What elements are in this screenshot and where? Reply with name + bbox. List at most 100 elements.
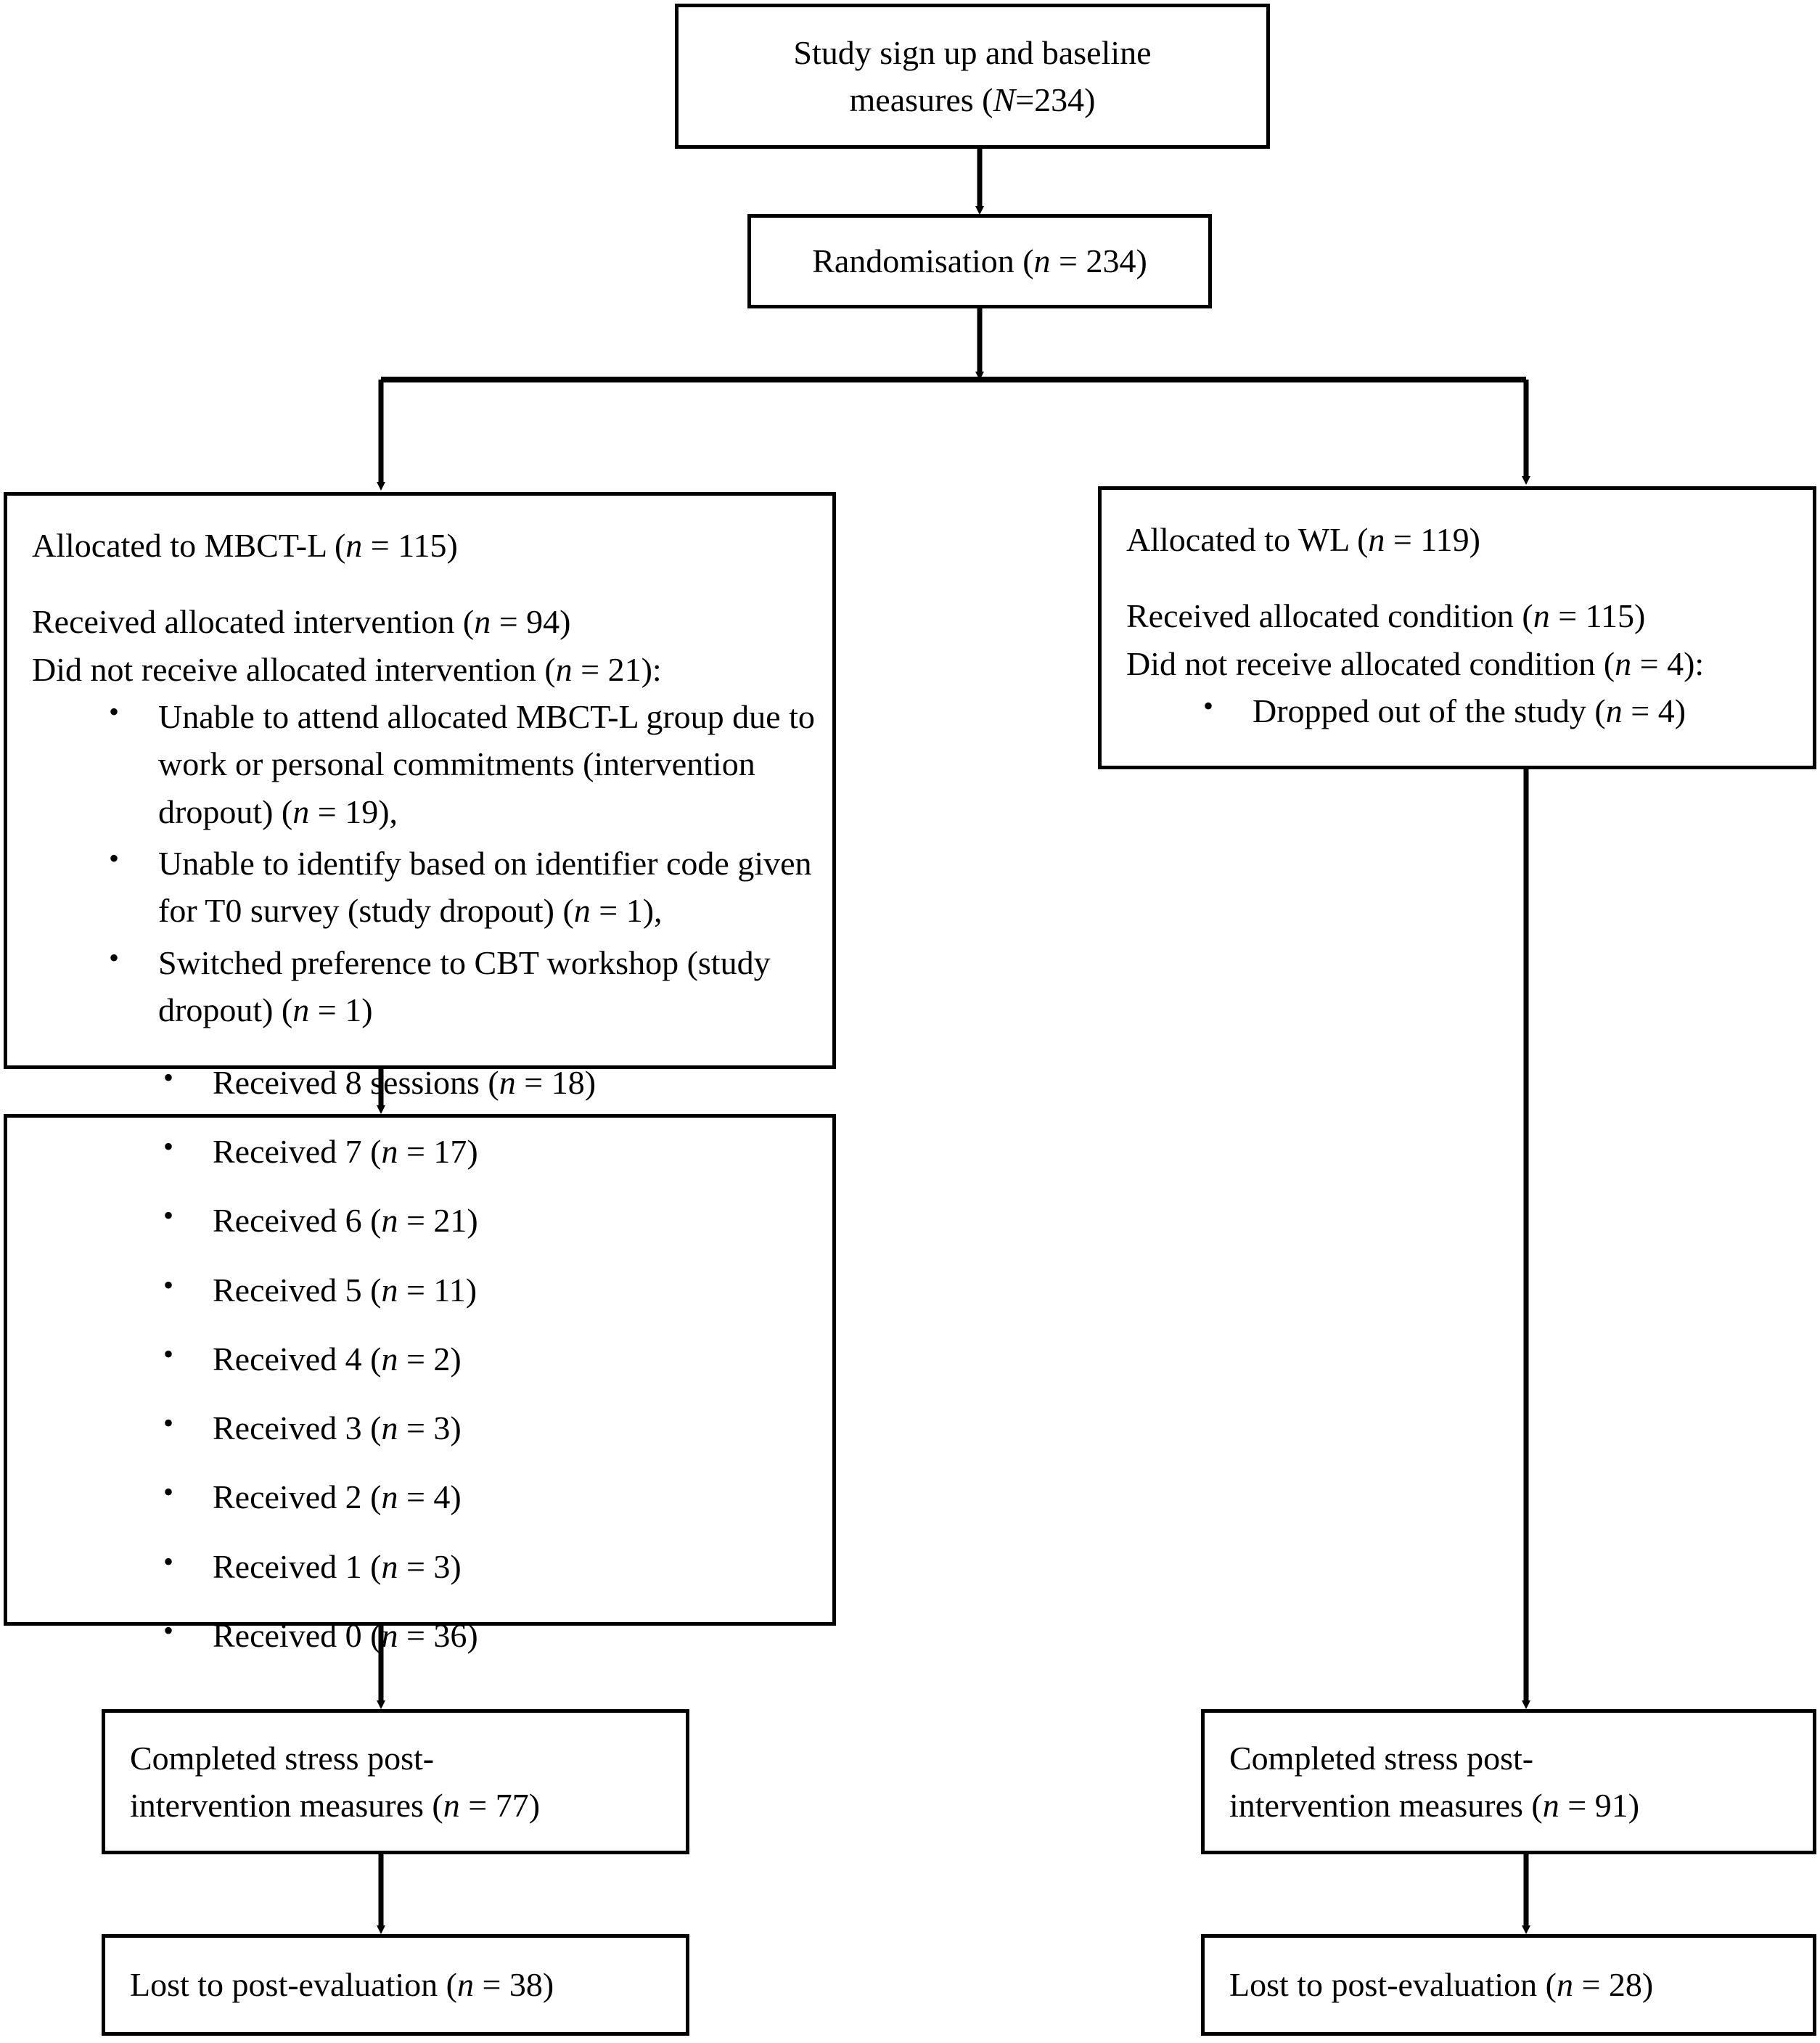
bullet-text-pre: Received 3 ( xyxy=(213,1409,382,1447)
right-completed-n-symbol: n xyxy=(1542,1787,1559,1824)
left-allocation-received-pre: Received allocated intervention ( xyxy=(32,603,475,641)
list-item: Received 3 (n = 3) xyxy=(163,1403,832,1452)
randomisation-n-symbol: n xyxy=(1033,242,1051,280)
left-completed-line-1: Completed stress post- xyxy=(130,1739,435,1777)
bullet-n-symbol: n xyxy=(381,1409,398,1447)
bullet-text-pre: Switched preference to CBT workshop (stu… xyxy=(158,943,771,1028)
enrollment-line-2: measures (N=234) xyxy=(850,76,1096,123)
node-left-allocation: Allocated to MBCT-L (n = 115) Received a… xyxy=(4,492,836,1069)
list-item: Received 0 (n = 36) xyxy=(163,1610,832,1659)
left-lost-label: Lost to post-evaluation (n = 38) xyxy=(105,1961,686,2008)
node-right-lost: Lost to post-evaluation (n = 28) xyxy=(1201,1934,1816,2036)
list-item: Received 2 (n = 4) xyxy=(163,1472,832,1520)
bullet-text-post: = 1) xyxy=(309,991,373,1028)
right-allocation-not-received: Did not receive allocated condition (n =… xyxy=(1102,640,1813,687)
bullet-text-post: = 11) xyxy=(398,1271,477,1309)
bullet-text-pre: Received 5 ( xyxy=(213,1271,382,1309)
right-allocation-not-received-n: n xyxy=(1615,644,1632,682)
right-lost-pre: Lost to post-evaluation ( xyxy=(1229,1966,1557,2004)
left-allocation-heading: Allocated to MBCT-L (n = 115) xyxy=(7,522,832,569)
node-sessions-received: Received 8 sessions (n = 18) Received 7 … xyxy=(4,1057,836,1654)
randomisation-post: = 234) xyxy=(1050,242,1147,280)
list-item: Unable to identify based on identifier c… xyxy=(109,838,832,935)
right-allocation-received-pre: Received allocated condition ( xyxy=(1126,597,1533,635)
list-item: Received 1 (n = 3) xyxy=(163,1542,832,1590)
bullet-n-symbol: n xyxy=(292,991,310,1028)
bullet-n-symbol: n xyxy=(499,1063,516,1101)
bullet-n-symbol: n xyxy=(381,1202,398,1240)
bullet-text-post: = 3) xyxy=(398,1547,462,1585)
bullet-n-symbol: n xyxy=(381,1271,398,1309)
left-allocation-not-received-post: = 21): xyxy=(572,650,662,688)
left-lost-pre: Lost to post-evaluation ( xyxy=(130,1966,457,2004)
right-allocation-bullet-list: Dropped out of the study (n = 4) xyxy=(1102,686,1813,739)
list-item: Dropped out of the study (n = 4) xyxy=(1203,686,1813,734)
node-right-allocation: Allocated to WL (n = 119) Received alloc… xyxy=(1098,486,1816,769)
right-completed-line-2-pre: intervention measures ( xyxy=(1229,1787,1543,1824)
bullet-text-pre: Received 2 ( xyxy=(213,1478,382,1516)
bullet-text-pre: Received 4 ( xyxy=(213,1340,382,1377)
left-allocation-heading-pre: Allocated to MBCT-L ( xyxy=(32,527,346,564)
left-allocation-not-received-pre: Did not receive allocated intervention ( xyxy=(32,650,556,688)
bullet-n-symbol: n xyxy=(1605,692,1623,729)
list-item: Received 4 (n = 2) xyxy=(163,1334,832,1383)
enrollment-line-1: Study sign up and baseline xyxy=(793,33,1152,71)
bullet-text-pre: Received 7 ( xyxy=(213,1132,382,1170)
left-lost-post: = 38) xyxy=(473,1966,554,2004)
left-completed-n-symbol: n xyxy=(443,1787,460,1824)
right-allocation-not-received-pre: Did not receive allocated condition ( xyxy=(1126,644,1615,682)
right-allocation-received: Received allocated condition (n = 115) xyxy=(1102,592,1813,639)
bullet-text-post: = 1), xyxy=(590,892,663,930)
list-item: Received 7 (n = 17) xyxy=(163,1126,832,1175)
left-allocation-not-received: Did not receive allocated intervention (… xyxy=(7,646,832,693)
bullet-n-symbol: n xyxy=(381,1132,398,1170)
right-lost-label: Lost to post-evaluation (n = 28) xyxy=(1205,1961,1813,2008)
left-allocation-bullet-list: Unable to attend allocated MBCT-L group … xyxy=(7,692,832,1038)
node-randomisation: Randomisation (n = 234) xyxy=(747,214,1212,308)
left-completed-line-2-pre: intervention measures ( xyxy=(130,1787,443,1824)
list-item: Received 5 (n = 11) xyxy=(163,1265,832,1314)
bullet-text-post: = 3) xyxy=(398,1409,462,1447)
bullet-text-post: = 2) xyxy=(398,1340,462,1377)
right-allocation-not-received-post: = 4): xyxy=(1631,644,1705,682)
right-allocation-received-n: n xyxy=(1533,597,1550,635)
bullet-text-pre: Unable to identify based on identifier c… xyxy=(158,844,812,930)
right-allocation-heading-n: n xyxy=(1368,521,1385,558)
sessions-bullet-list: Received 8 sessions (n = 18) Received 7 … xyxy=(7,1057,832,1682)
list-item: Received 8 sessions (n = 18) xyxy=(163,1057,832,1106)
left-allocation-heading-n: n xyxy=(345,527,363,564)
right-allocation-heading-pre: Allocated to WL ( xyxy=(1126,521,1369,558)
enrollment-line-2-pre: measures ( xyxy=(849,81,993,118)
list-item: Switched preference to CBT workshop (stu… xyxy=(109,938,832,1034)
list-item: Unable to attend allocated MBCT-L group … xyxy=(109,692,832,835)
bullet-n-symbol: n xyxy=(381,1478,398,1516)
bullet-text-post: = 36) xyxy=(398,1617,478,1655)
node-left-completed: Completed stress post- intervention meas… xyxy=(102,1709,689,1854)
bullet-text-post: = 18) xyxy=(515,1063,597,1101)
randomisation-label: Randomisation (n = 234) xyxy=(812,237,1147,284)
bullet-text-pre: Received 0 ( xyxy=(213,1617,382,1655)
bullet-text-pre: Unable to attend allocated MBCT-L group … xyxy=(158,697,815,830)
right-lost-post: = 28) xyxy=(1573,1966,1654,2004)
right-completed-line-2-post: = 91) xyxy=(1559,1787,1640,1824)
enrollment-n-symbol: N xyxy=(993,81,1016,118)
bullet-text-post: = 21) xyxy=(398,1202,478,1240)
right-allocation-spacer xyxy=(1102,563,1813,592)
bullet-n-symbol: n xyxy=(381,1547,398,1585)
right-allocation-heading: Allocated to WL (n = 119) xyxy=(1102,516,1813,563)
bullet-text-post: = 19), xyxy=(309,793,398,830)
right-completed-line-1: Completed stress post- xyxy=(1229,1739,1534,1777)
bullet-text-pre: Dropped out of the study ( xyxy=(1253,692,1606,729)
left-allocation-received: Received allocated intervention (n = 94) xyxy=(7,598,832,645)
left-allocation-received-n: n xyxy=(474,603,491,641)
randomisation-pre: Randomisation ( xyxy=(812,242,1034,280)
left-lost-n-symbol: n xyxy=(456,1966,474,2004)
list-item: Received 6 (n = 21) xyxy=(163,1195,832,1244)
bullet-text-pre: Received 6 ( xyxy=(213,1202,382,1240)
bullet-text-post: = 4) xyxy=(398,1478,462,1516)
node-left-lost: Lost to post-evaluation (n = 38) xyxy=(102,1934,689,2036)
left-allocation-received-post: = 94) xyxy=(491,603,571,641)
right-lost-n-symbol: n xyxy=(1556,1966,1573,2004)
bullet-text-pre: Received 8 sessions ( xyxy=(213,1063,499,1101)
node-enrollment: Study sign up and baseline measures (N=2… xyxy=(675,4,1270,149)
